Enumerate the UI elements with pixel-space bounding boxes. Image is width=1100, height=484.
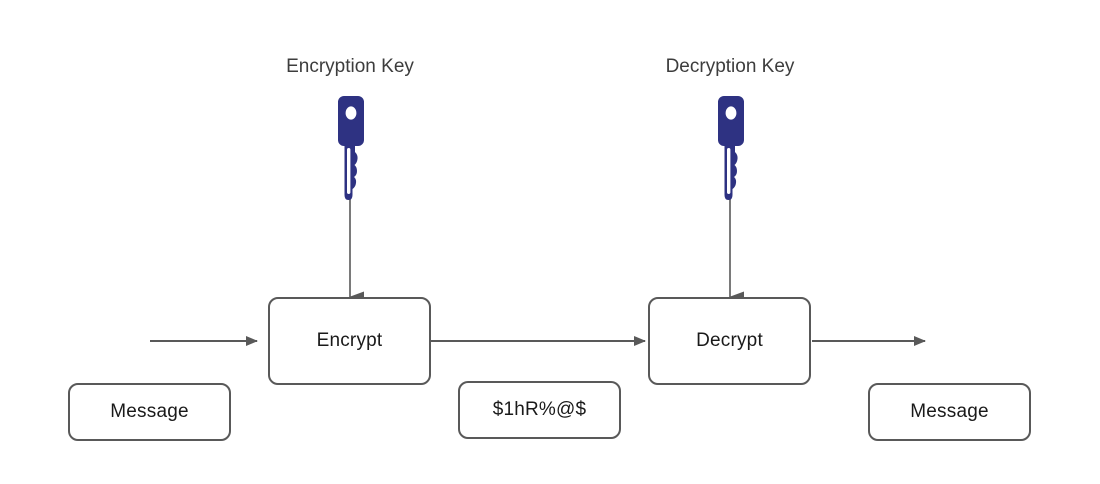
decrypt-node[interactable]: Decrypt bbox=[648, 297, 811, 385]
decryption-key-label: Decryption Key bbox=[665, 56, 795, 77]
encryption-key-icon bbox=[338, 96, 364, 200]
encrypt-node[interactable]: Encrypt bbox=[268, 297, 431, 385]
encryption-key-label: Encryption Key bbox=[286, 56, 414, 77]
message-input-node[interactable]: Message bbox=[68, 383, 231, 441]
message-output-node[interactable]: Message bbox=[868, 383, 1031, 441]
decryption-key-icon bbox=[718, 96, 744, 200]
ciphertext-node[interactable]: $1hR%@$ bbox=[458, 381, 621, 439]
